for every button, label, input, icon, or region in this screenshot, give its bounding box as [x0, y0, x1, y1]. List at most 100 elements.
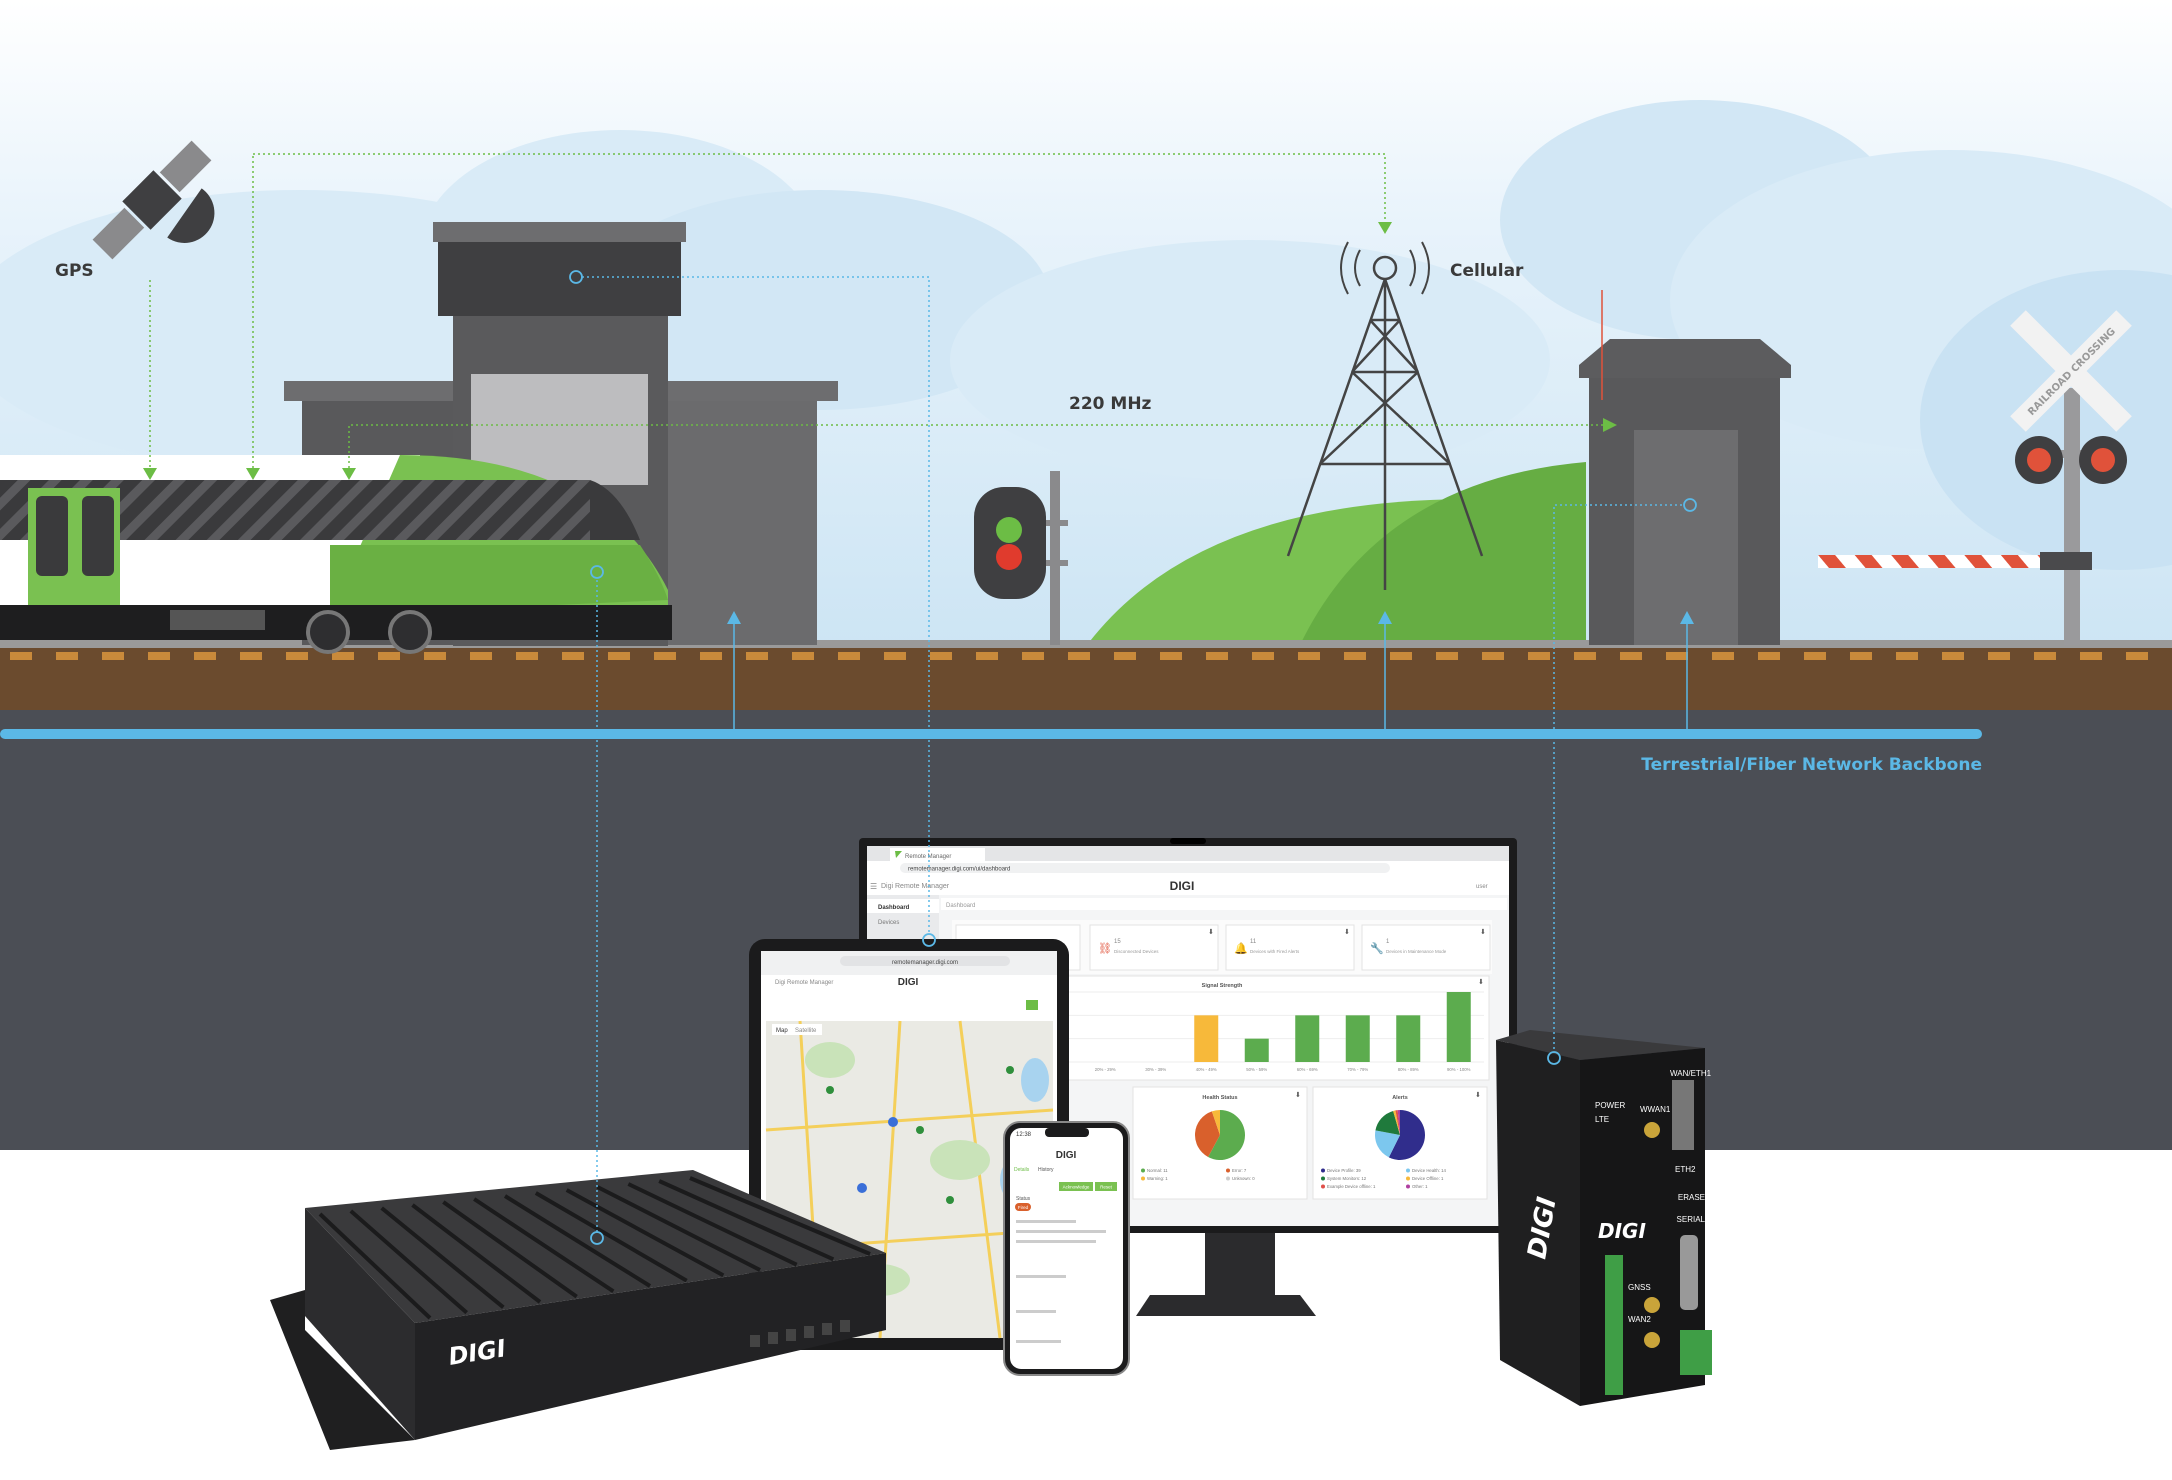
heat-sink-fin — [534, 1191, 688, 1283]
phone-tab-history[interactable]: History — [1038, 1167, 1054, 1173]
rail-router-device: DIGI DIGI POWERLTEWWAN1WAN/ETH1ETH2ERASE… — [1496, 1030, 1712, 1406]
rail-tie — [792, 652, 814, 660]
gps-label: GPS — [55, 261, 94, 281]
status-label: Status — [1016, 1196, 1031, 1202]
x-tick-label: 80% - 89% — [1398, 1067, 1419, 1072]
rail-tie — [700, 652, 722, 660]
download-icon[interactable]: ⬇ — [1295, 1091, 1301, 1099]
sidebar-item-dashboard[interactable] — [867, 899, 939, 913]
sidebar-item-label: Dashboard — [878, 905, 910, 911]
port-label: GNSS — [1628, 1283, 1651, 1292]
port-label: WAN2 — [1628, 1315, 1651, 1324]
wireless-links — [149, 153, 1605, 468]
reset-label: Reset — [1100, 1185, 1113, 1190]
signal-bar — [1446, 992, 1471, 1062]
rail-tie — [1390, 652, 1412, 660]
tablet-digi-logo: DIGI — [898, 977, 919, 988]
acknowledge-button[interactable] — [1059, 1182, 1093, 1191]
tablet-address-bar[interactable] — [840, 956, 1010, 966]
tile-label: Devices in Maintenance Mode — [1386, 949, 1447, 954]
heat-sink-fin — [473, 1197, 615, 1293]
pie-slice — [1375, 1130, 1400, 1158]
status-value: Fired — [1018, 1205, 1029, 1210]
browser-tab[interactable] — [890, 848, 985, 861]
tile-count: 15 — [1114, 939, 1121, 945]
map-tab[interactable]: Map — [776, 1028, 788, 1034]
hill-back — [1300, 462, 1586, 645]
rail-tie — [1988, 652, 2010, 660]
map-pins — [826, 1066, 1014, 1204]
wrench-icon: 🔧 — [1370, 941, 1384, 955]
rail-signal — [974, 471, 1068, 645]
x-tick-label: 40% - 49% — [1196, 1067, 1217, 1072]
legend-entry: Error: 7 — [1232, 1168, 1247, 1173]
tablet-search-button[interactable] — [1026, 1000, 1038, 1010]
download-icon[interactable]: ⬇ — [1208, 928, 1214, 936]
serial-port[interactable] — [1680, 1235, 1698, 1310]
download-icon[interactable]: ⬇ — [1480, 928, 1486, 936]
pie-slice — [1375, 1110, 1400, 1135]
legend-entry: Device Health: 14 — [1412, 1168, 1447, 1173]
rail-tie — [1850, 652, 1872, 660]
heat-sink-fin — [349, 1209, 468, 1315]
rail-tie — [2034, 652, 2056, 660]
rail-tie — [838, 652, 860, 660]
rail-tie — [148, 652, 170, 660]
phone-digi-logo: DIGI — [1056, 1150, 1077, 1161]
rail-tie — [1574, 652, 1596, 660]
heat-sink-fin — [627, 1182, 798, 1267]
rail-tie — [930, 652, 952, 660]
rail-tie — [1068, 652, 1090, 660]
download-icon[interactable]: ⬇ — [1475, 1091, 1481, 1099]
pie-slice — [1395, 1110, 1400, 1135]
pie-slice — [1194, 1111, 1220, 1157]
link-endpoints — [569, 270, 1697, 1245]
legend-entry: Unknown: 0 — [1232, 1176, 1255, 1181]
download-icon[interactable]: ⬇ — [1344, 928, 1350, 936]
rail-tie — [102, 652, 124, 660]
user-menu[interactable]: user — [1476, 884, 1488, 890]
address-bar[interactable] — [900, 863, 1390, 873]
phone-tab-details[interactable]: Details — [1014, 1167, 1030, 1173]
legend-swatch — [1321, 1168, 1325, 1173]
rail-tie — [976, 652, 998, 660]
chart-title: Alerts — [1392, 1095, 1408, 1101]
tile-count: 1 — [1386, 939, 1390, 945]
terminal-block[interactable] — [1605, 1255, 1623, 1395]
rail-tie — [240, 652, 262, 660]
port-label: WAN/ETH1 — [1670, 1069, 1712, 1078]
legend-entry: Other: 1 — [1412, 1184, 1428, 1189]
rail-tie — [10, 652, 32, 660]
rail-tie — [1344, 652, 1366, 660]
x-tick-label: 50% - 59% — [1246, 1067, 1267, 1072]
cell-tower — [1286, 241, 1484, 590]
signal-bar — [1194, 1015, 1219, 1062]
port-label: POWER — [1595, 1101, 1625, 1110]
ethernet-ports[interactable] — [1672, 1080, 1694, 1150]
heat-sink-fin — [442, 1200, 578, 1299]
chart-title: Health Status — [1202, 1095, 1237, 1101]
legend-entry: Normal: 11 — [1147, 1168, 1168, 1173]
port-label: LTE — [1595, 1115, 1609, 1124]
power-connector[interactable] — [1680, 1330, 1712, 1375]
heat-sink-fin — [318, 1212, 432, 1320]
heat-sink-fin — [380, 1206, 505, 1309]
url-text: remotemanager.digi.com/ui/dashboard — [908, 867, 1010, 873]
rail-tie — [1482, 652, 1504, 660]
hamburger-icon[interactable]: ☰ — [870, 882, 877, 891]
tile-label: Disconnected Devices — [1114, 949, 1159, 954]
digi-favicon-icon — [895, 851, 902, 858]
download-icon[interactable]: ⬇ — [1478, 978, 1484, 986]
legend-swatch — [1226, 1176, 1230, 1181]
radio-220mhz-label: 220 MHz — [1069, 394, 1152, 414]
sidebar-item-devices[interactable]: Devices — [878, 920, 899, 926]
rail-tie — [332, 652, 354, 660]
rail-tie — [1436, 652, 1458, 660]
reset-button[interactable] — [1095, 1182, 1117, 1191]
satellite-tab[interactable]: Satellite — [795, 1028, 817, 1034]
